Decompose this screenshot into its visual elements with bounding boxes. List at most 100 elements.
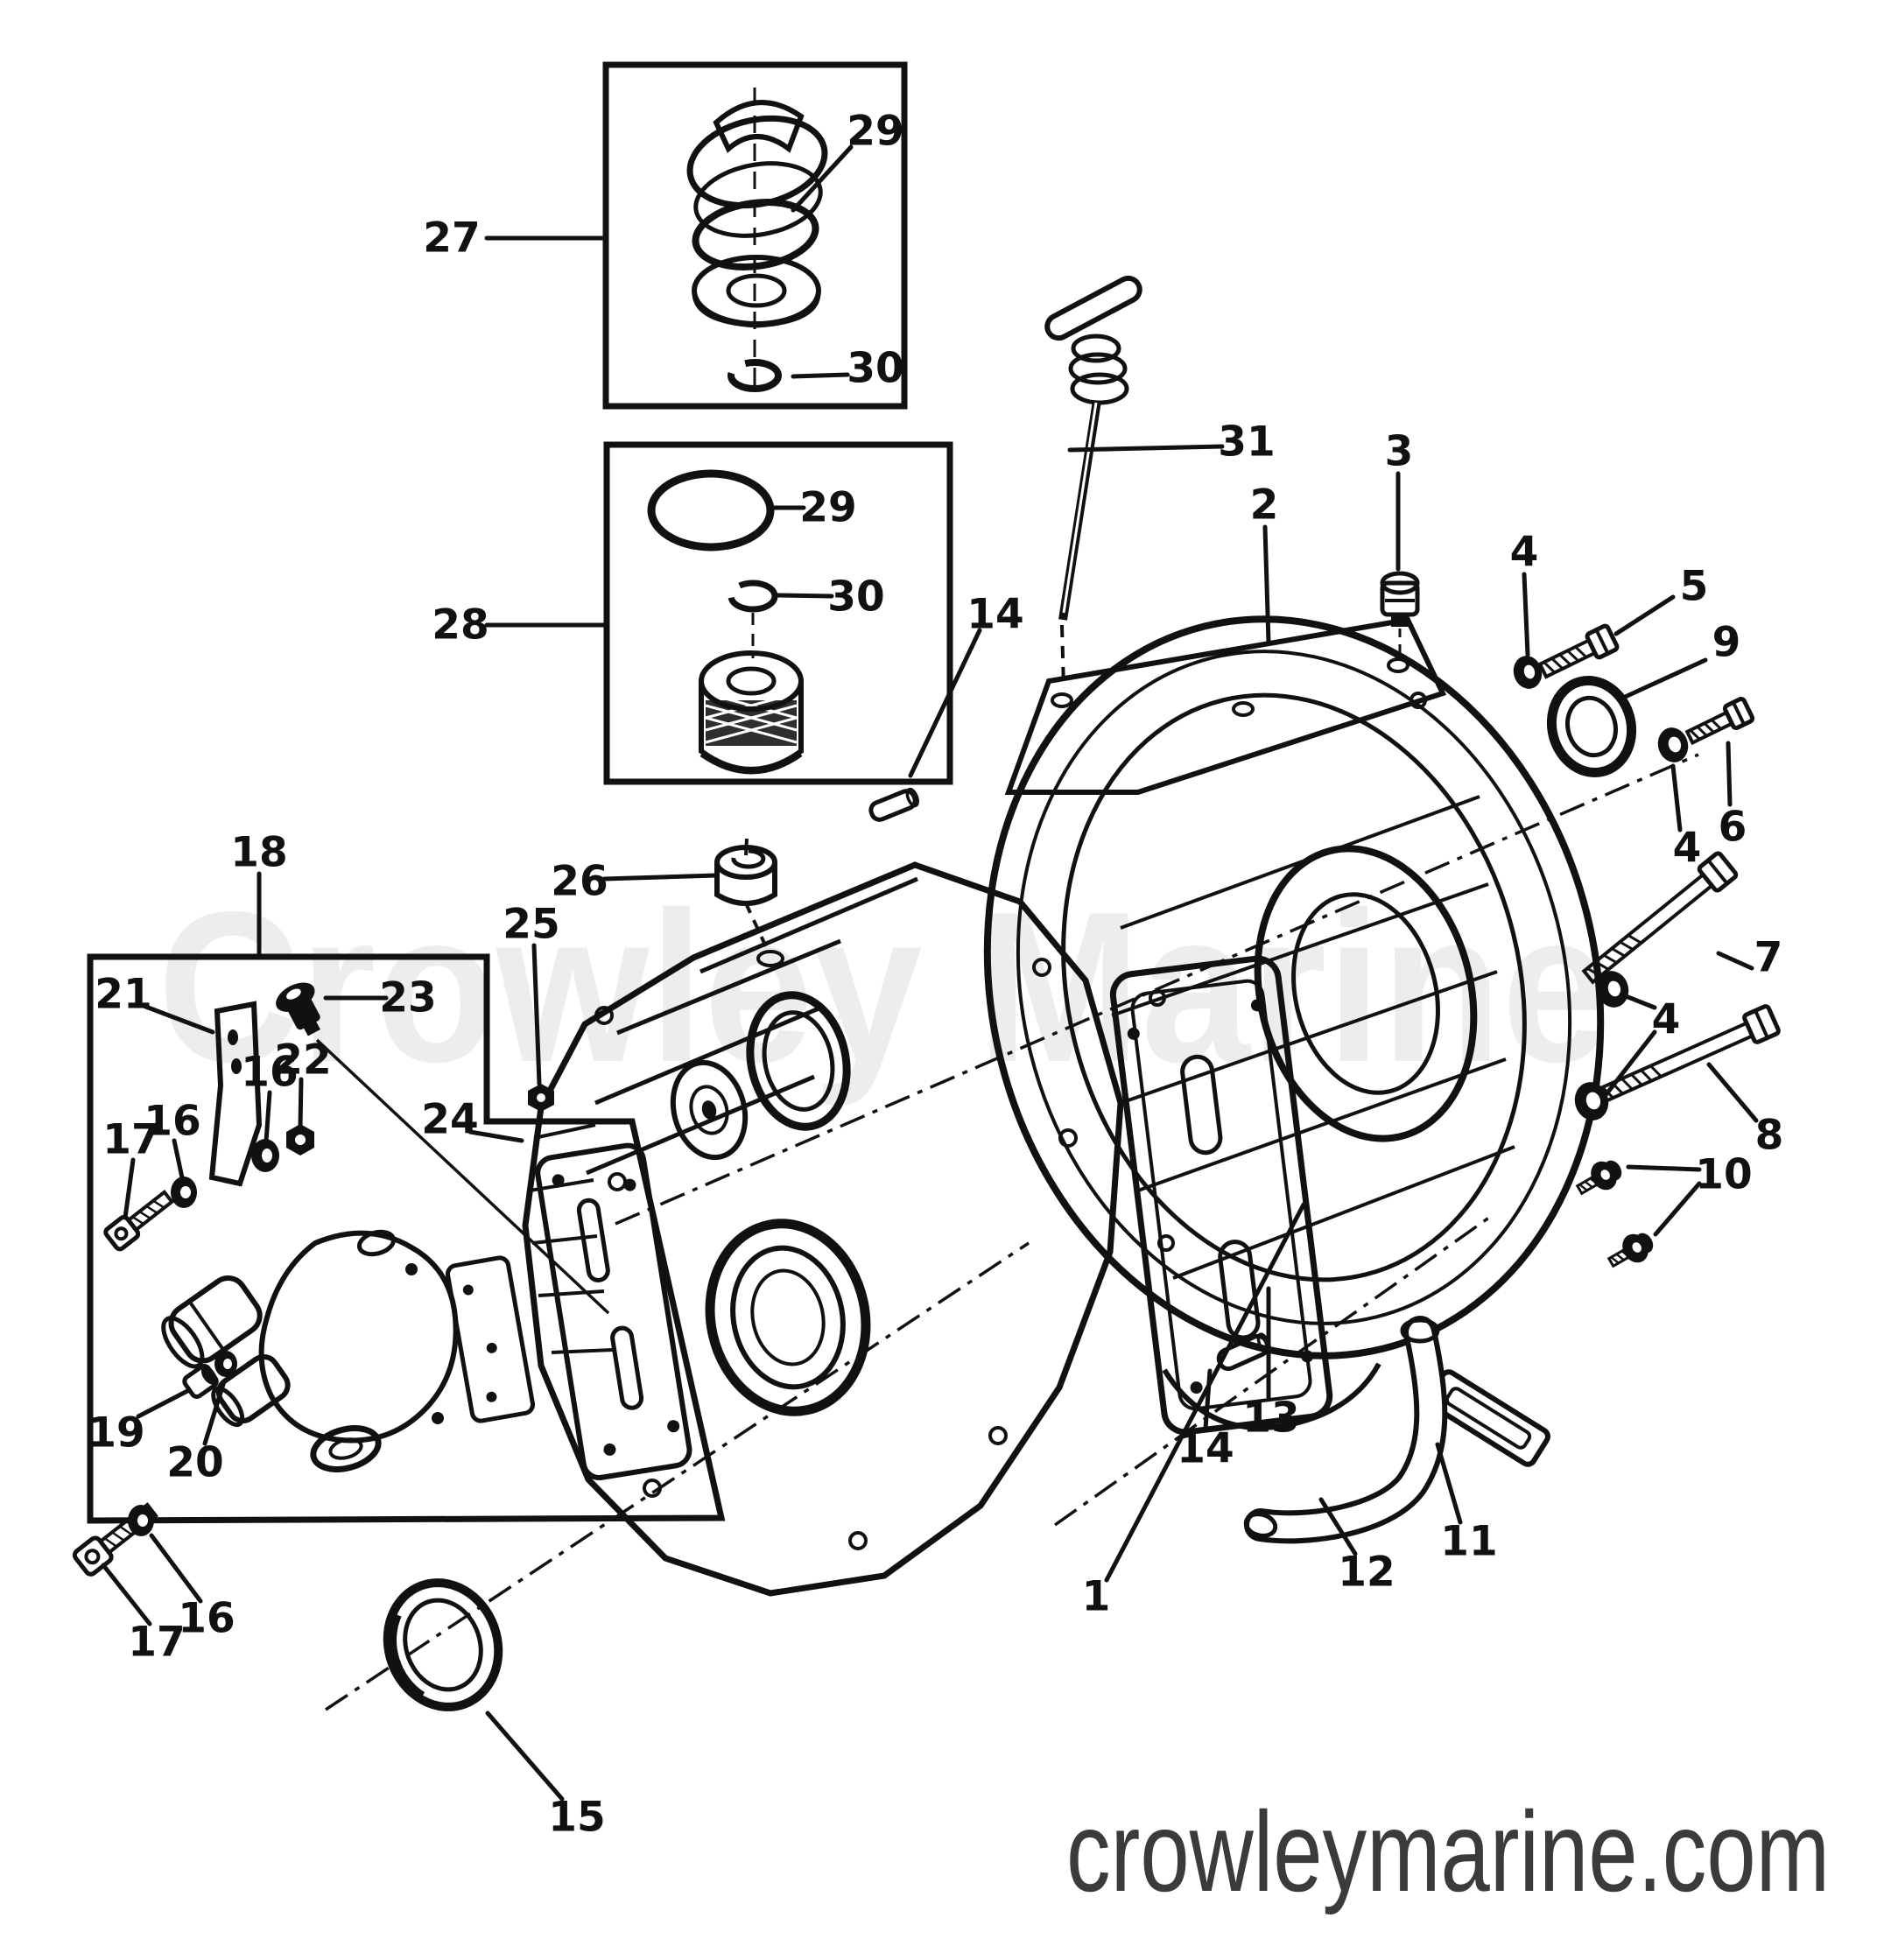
callout-21: 21 [95, 971, 215, 1035]
callout-13: 13 [1242, 1286, 1300, 1443]
bell-housing [983, 615, 1605, 1430]
svg-text:2: 2 [1250, 481, 1279, 530]
callout-20: 20 [166, 1379, 227, 1487]
svg-text:16: 16 [144, 1098, 200, 1146]
screw-17b [72, 1502, 158, 1577]
filter-element [699, 650, 804, 775]
callout-12: 12 [1318, 1497, 1395, 1597]
callout-16: 16 [149, 1533, 235, 1643]
callout-17: 17 [101, 1563, 186, 1667]
svg-text:20: 20 [166, 1439, 223, 1487]
callout-4: 4 [1603, 992, 1681, 1098]
svg-text:6: 6 [1719, 804, 1747, 852]
svg-text:24: 24 [421, 1096, 478, 1144]
svg-text:12: 12 [1338, 1549, 1395, 1597]
svg-text:13: 13 [1242, 1394, 1299, 1443]
washer-30-top [728, 359, 782, 392]
gasket-24 [535, 1142, 692, 1480]
svg-text:26: 26 [551, 858, 608, 906]
svg-text:9: 9 [1712, 619, 1741, 667]
rear-mount-plate [1109, 955, 1333, 1436]
washer-4a [1513, 656, 1543, 689]
callout-14: 14 [1177, 1368, 1234, 1473]
callout-19: 19 [88, 1387, 192, 1458]
washer-30-bottom [728, 580, 778, 613]
svg-text:17: 17 [128, 1619, 185, 1667]
svg-text:1: 1 [1082, 1573, 1111, 1621]
plug-3 [1380, 571, 1420, 653]
svg-text:16: 16 [241, 1049, 298, 1097]
callout-4: 4 [1670, 763, 1701, 873]
svg-text:29: 29 [799, 484, 856, 532]
bolt-5 [1537, 623, 1620, 679]
callout-7: 7 [1716, 934, 1783, 982]
callout-18: 18 [230, 829, 288, 956]
bracket-21 [208, 1001, 263, 1187]
svg-text:4: 4 [1510, 529, 1539, 577]
washer-4b [1657, 727, 1689, 762]
callout-26: 26 [551, 858, 719, 906]
washer-20 [214, 1351, 237, 1377]
svg-text:11: 11 [1440, 1518, 1497, 1566]
callout-22: 22 [274, 1036, 332, 1129]
callout-16: 16 [144, 1098, 201, 1184]
top-deck [1004, 616, 1447, 795]
svg-text:30: 30 [847, 345, 903, 393]
control-valve-assembly [161, 1229, 536, 1472]
callout-8: 8 [1706, 1062, 1784, 1160]
callout-25: 25 [503, 901, 560, 1086]
sensor-install-line [315, 1038, 610, 1315]
svg-text:7: 7 [1754, 934, 1783, 982]
screw-17a [103, 1190, 175, 1252]
svg-text:23: 23 [379, 974, 436, 1022]
callout-29: 29 [771, 484, 857, 532]
bushing-26 [714, 838, 777, 906]
callout-23: 23 [323, 974, 437, 1022]
cap-retainer [692, 255, 821, 328]
footer-site-text: crowleymarine.com [1066, 1788, 1830, 1915]
svg-text:18: 18 [230, 829, 287, 877]
callout-15: 15 [485, 1711, 606, 1842]
screw-10a [1575, 1160, 1622, 1196]
callout-28: 28 [432, 601, 608, 650]
hose-12 [1243, 1316, 1448, 1544]
front-lower-bore [705, 1219, 871, 1416]
front-housing [522, 861, 1124, 1597]
detail-box-27 [602, 61, 908, 410]
seal-15 [383, 1578, 503, 1711]
svg-text:17: 17 [102, 1116, 159, 1164]
bolt-7 [1581, 851, 1739, 985]
nut-22 [286, 1124, 314, 1156]
detail-box-28 [603, 441, 953, 785]
bolt-6 [1684, 697, 1755, 746]
svg-text:3: 3 [1385, 428, 1414, 476]
svg-text:16: 16 [178, 1595, 235, 1643]
callout-31: 31 [1067, 418, 1276, 467]
washer-16a [251, 1139, 279, 1172]
callout-29: 29 [791, 108, 904, 213]
seal-9 [1546, 675, 1637, 778]
screw-10b [1606, 1233, 1654, 1268]
callout-9: 9 [1619, 619, 1741, 701]
svg-text:28: 28 [432, 601, 489, 650]
callout-24: 24 [421, 1096, 524, 1144]
detail-box-18 [87, 953, 726, 1524]
svg-text:10: 10 [1695, 1151, 1752, 1199]
svg-text:14: 14 [1177, 1425, 1234, 1473]
dipstick-31 [1044, 275, 1142, 689]
o-ring-29-bottom [647, 469, 775, 551]
svg-text:4: 4 [1652, 996, 1681, 1044]
callout-layer: 2729302829303123459647841011121314141151… [88, 108, 1783, 1842]
svg-text:15: 15 [548, 1794, 605, 1842]
callout-1: 1 [1082, 1202, 1306, 1621]
o-ring-29-top [692, 199, 819, 270]
centerlines [325, 753, 1699, 1711]
svg-text:8: 8 [1755, 1112, 1784, 1160]
callout-30: 30 [775, 573, 885, 622]
callout-3: 3 [1385, 428, 1414, 572]
svg-text:5: 5 [1680, 563, 1709, 611]
svg-text:21: 21 [95, 971, 151, 1019]
callout-11: 11 [1435, 1442, 1498, 1566]
callout-14: 14 [908, 591, 1024, 778]
watermark-text: Crowley Marine [158, 867, 1611, 1106]
